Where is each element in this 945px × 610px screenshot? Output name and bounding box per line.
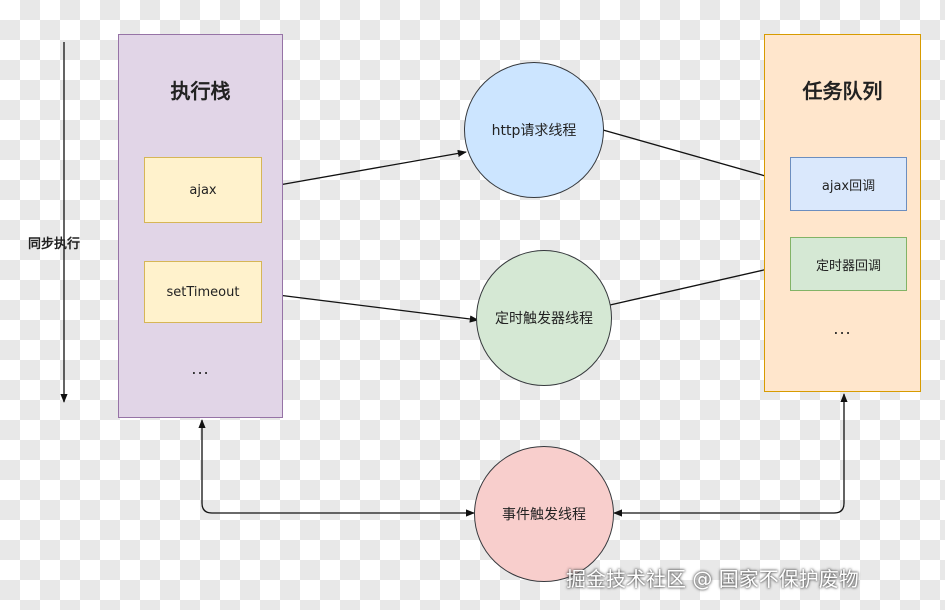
arrow-settimeout-to-timer: [261, 292, 479, 323]
arrow-event-to-exec-stack: [198, 419, 475, 517]
task-queue-title: 任务队列: [802, 79, 883, 103]
stack-ellipsis: ...: [191, 359, 210, 378]
event-trigger-thread: 事件触发线程: [474, 446, 614, 582]
http-request-thread: http请求线程: [464, 62, 604, 198]
task-queue: 任务队列 ajax回调 定时器回调 ...: [764, 34, 921, 392]
queue-item-ajax-callback: ajax回调: [790, 157, 907, 211]
arrow-event-to-task-queue: [613, 393, 848, 517]
arrow-timer-to-timer-callback: [609, 262, 791, 306]
timer-trigger-thread: 定时触发器线程: [476, 250, 612, 386]
watermark-text: 掘金技术社区 @ 国家不保护废物: [566, 567, 859, 591]
arrow-ajax-to-http: [261, 149, 467, 189]
arrow-http-to-ajax-callback: [602, 129, 791, 185]
stack-item-ajax: ajax: [144, 157, 262, 223]
execution-stack: 执行栈 ajax setTimeout ...: [118, 34, 283, 418]
queue-ellipsis: ...: [833, 319, 852, 338]
execution-stack-title: 执行栈: [170, 79, 231, 103]
queue-item-timer-callback: 定时器回调: [790, 237, 907, 291]
stack-item-settimeout: setTimeout: [144, 261, 262, 323]
sync-execution-label: 同步执行: [28, 237, 81, 252]
